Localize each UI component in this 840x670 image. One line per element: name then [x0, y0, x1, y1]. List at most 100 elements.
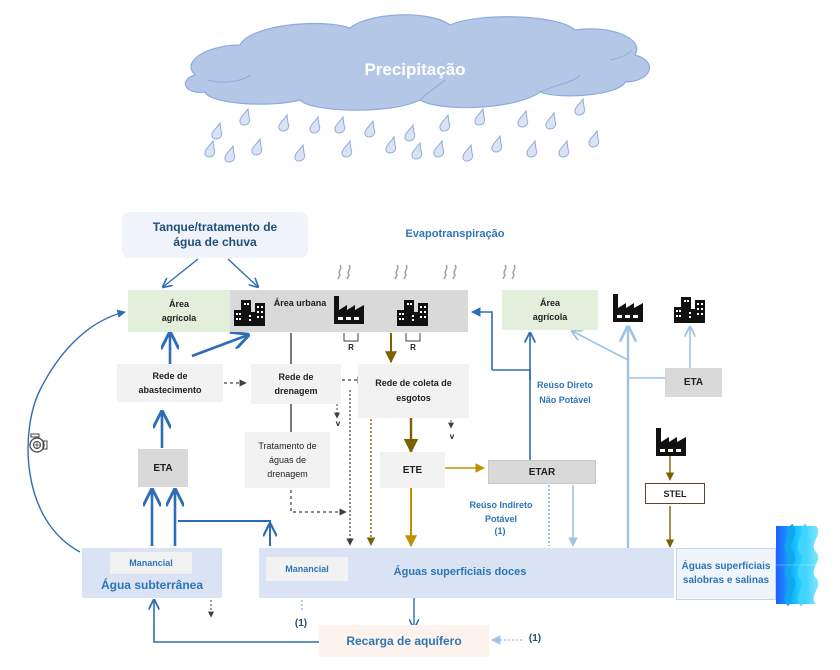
steam-icon — [346, 264, 351, 280]
indirect-reuse-note: (1) — [494, 526, 506, 536]
direct-reuse-label: Reúso Direto Não Potável — [536, 380, 593, 405]
raindrop-icon — [558, 139, 570, 158]
raindrop-icon — [574, 97, 586, 116]
factory-icon — [612, 292, 644, 327]
raindrop-icon — [341, 139, 353, 158]
agri-area-1-label: Área agrícola — [161, 299, 197, 323]
arrow-recharge-to-ground — [154, 600, 320, 643]
drainage-network-box: Rede de drenagem — [251, 364, 341, 404]
saline-surface-label: Águas superficiais salobras e salinas — [681, 561, 771, 586]
eta-right-box: ETA — [665, 368, 722, 397]
buildings-icon — [673, 295, 707, 328]
manancial-ground-box: Manancial — [110, 552, 192, 574]
recirc-r1-label: R — [348, 343, 354, 352]
arrow-pump-to-agri — [27, 309, 126, 553]
agri-area-1-box: Área agrícola — [128, 290, 230, 332]
steam-icon — [394, 264, 399, 280]
etar-label: ETAR — [528, 466, 556, 478]
raindrop-icon — [239, 107, 251, 126]
indirect-reuse-label: Reúso Indireto Potável — [469, 500, 533, 524]
raindrop-icon — [411, 141, 423, 160]
agri-area-2-label: Área agrícola — [532, 298, 568, 322]
raindrop-icon — [526, 139, 538, 158]
fresh-surface-label: Águas superficiais doces — [393, 566, 527, 578]
steam-icons — [337, 264, 516, 280]
cloud-icon — [184, 14, 650, 111]
steam-icon — [443, 264, 448, 280]
sewage-leak-label: v — [449, 432, 455, 441]
precipitation-title: Precipitação — [364, 60, 466, 79]
steam-icon — [502, 264, 507, 280]
urban-area-label: Área urbana — [273, 298, 327, 308]
raindrop-icon — [385, 135, 397, 154]
manancial-ground-label: Manancial — [129, 558, 173, 568]
raindrop-icon — [278, 113, 290, 132]
pump-icon — [27, 432, 49, 454]
eta-left-label: ETA — [153, 462, 173, 474]
raindrop-icon — [204, 139, 216, 158]
groundwater-label: Água subterrânea — [100, 578, 204, 592]
line-surface-to-eta — [178, 520, 271, 546]
raindrop-icon — [224, 144, 236, 163]
evapotranspiration-label: Evapotranspiração — [405, 228, 505, 240]
factory-icon — [655, 426, 687, 461]
raindrop-icon — [433, 139, 445, 158]
rainwater-tank-label: Tanque/tratamento de água de chuva — [152, 220, 278, 249]
arrow-tank-to-agri — [163, 258, 199, 287]
arrow-tank-to-urban — [227, 258, 258, 287]
raindrop-icon — [309, 115, 321, 134]
raindrop-icon — [491, 134, 503, 153]
steam-icon — [452, 264, 457, 280]
raindrop-icon — [462, 143, 474, 162]
arrow-surface-to-agri2 — [572, 331, 629, 361]
eta-left-box: ETA — [138, 449, 188, 487]
arrow-supply-to-urban — [191, 335, 248, 358]
supply-network-box: Rede de abastecimento — [117, 364, 223, 402]
drainage-treatment-label: Tratamento de águas de drenagem — [258, 441, 317, 479]
raindrop-icon — [251, 137, 263, 156]
recirc-loop-2 — [405, 333, 421, 342]
etar-box: ETAR — [488, 460, 596, 484]
note-1a: (1) — [294, 618, 308, 629]
stel-box: STEL — [645, 483, 705, 504]
steam-icon — [337, 264, 342, 280]
line-etar-reuse — [492, 369, 531, 460]
saline-surface-box: Águas superficiais salobras e salinas — [676, 548, 776, 600]
drainage-leak-label: v — [335, 419, 341, 428]
raindrop-icon — [517, 109, 529, 128]
agri-area-2-box: Área agrícola — [502, 290, 598, 330]
stel-label: STEL — [663, 488, 687, 499]
buildings-icon — [233, 298, 267, 331]
raindrop-icon — [404, 123, 416, 142]
recirc-loop-1 — [343, 333, 359, 342]
sewage-network-label: Rede de coleta de esgotos — [375, 378, 452, 403]
raindrop-icon — [439, 113, 451, 132]
drainage-treatment-box: Tratamento de águas de drenagem — [245, 432, 330, 488]
note-1b: (1) — [528, 633, 542, 644]
waves-icon — [776, 523, 820, 607]
raindrop-icon — [364, 119, 376, 138]
aquifer-recharge-box: Recarga de aquífero — [319, 625, 489, 657]
raindrop-icon — [294, 143, 306, 162]
raindrop-icon — [334, 115, 346, 134]
drainage-network-label: Rede de drenagem — [274, 372, 318, 396]
recirc-r2-label: R — [410, 343, 416, 352]
arrow-etar-to-urban — [471, 307, 493, 370]
rainwater-tank-box: Tanque/tratamento de água de chuva — [122, 212, 308, 258]
factory-icon — [333, 294, 365, 329]
steam-icon — [403, 264, 408, 280]
raindrop-icon — [545, 111, 557, 130]
sewage-network-box: Rede de coleta de esgotos — [358, 364, 469, 418]
ete-label: ETE — [402, 464, 423, 476]
aquifer-recharge-label: Recarga de aquífero — [346, 634, 462, 648]
arrow-treatment-to-surface — [290, 490, 347, 516]
raindrop-icon — [211, 121, 223, 140]
raindrop-icon — [588, 129, 600, 148]
supply-network-label: Rede de abastecimento — [138, 371, 202, 395]
raindrops — [204, 97, 600, 163]
raindrop-icon — [474, 107, 486, 126]
manancial-surface-box: Manancial — [266, 557, 348, 581]
manancial-surface-label: Manancial — [285, 564, 329, 574]
ete-box: ETE — [380, 452, 445, 488]
